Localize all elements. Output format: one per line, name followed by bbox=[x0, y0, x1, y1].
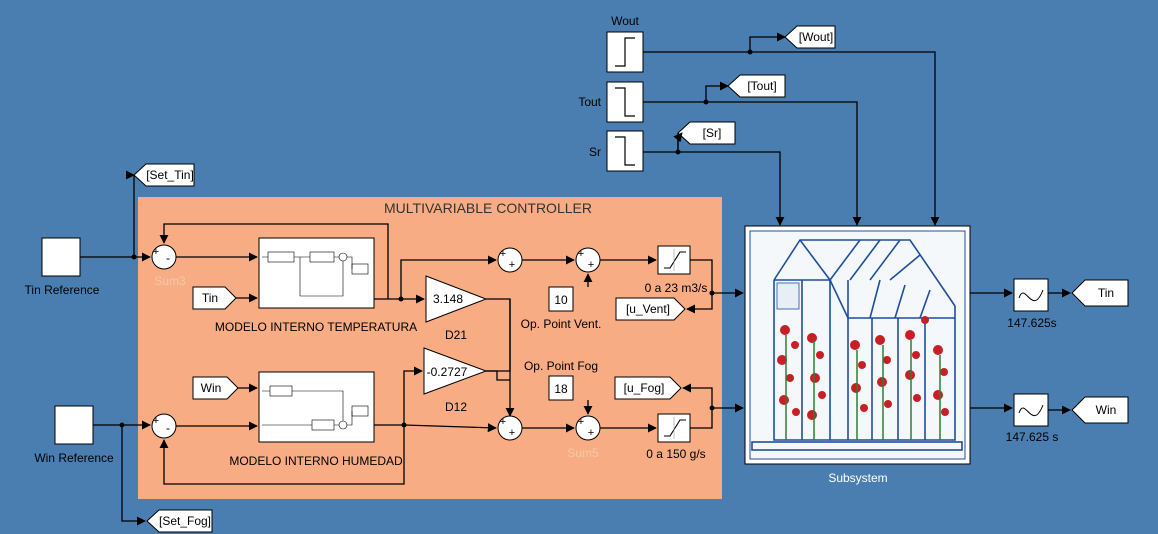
greenhouse-subsystem-block[interactable] bbox=[744, 225, 971, 465]
svg-text:+: + bbox=[578, 416, 584, 428]
tout-step-source[interactable] bbox=[606, 81, 644, 123]
gain-d12-block[interactable]: -0.2727 bbox=[423, 347, 488, 395]
subsystem-label: Subsystem bbox=[828, 471, 887, 485]
svg-text:Win: Win bbox=[1096, 403, 1117, 417]
delay-top-block[interactable] bbox=[1013, 278, 1049, 312]
goto-sr-tag[interactable]: [Sr] bbox=[677, 121, 736, 145]
sum3-block[interactable]: + - bbox=[151, 244, 177, 270]
upper-loop-wires bbox=[80, 175, 744, 417]
op-point-vent-label: Op. Point Vent. bbox=[521, 317, 602, 331]
sum5-label: Sum5 bbox=[567, 446, 599, 460]
svg-text:+: + bbox=[500, 416, 506, 428]
delay-bottom-label: 147.625 s bbox=[1006, 430, 1059, 444]
sr-source-label: Sr bbox=[589, 145, 601, 159]
sum-vent-b-block[interactable]: + + bbox=[575, 247, 601, 273]
modelo-humedad-label: MODELO INTERNO HUMEDAD bbox=[229, 454, 403, 468]
tin-reference-label: Tin Reference bbox=[25, 283, 100, 297]
lower-loop-wires bbox=[93, 299, 744, 526]
constant-op-point-fog[interactable]: 18 bbox=[548, 375, 574, 401]
gain-d21-label: D21 bbox=[445, 328, 467, 342]
svg-text:+: + bbox=[578, 248, 584, 260]
tin-outport-tag[interactable]: Tin bbox=[1071, 279, 1129, 307]
svg-text:Tin: Tin bbox=[1098, 286, 1114, 300]
tout-source-label: Tout bbox=[578, 95, 601, 109]
svg-text:[u_Vent]: [u_Vent] bbox=[626, 302, 670, 316]
goto-set-fog-tag[interactable]: [Set_Fog] bbox=[146, 509, 213, 533]
svg-text:+: + bbox=[588, 427, 594, 439]
svg-text:10: 10 bbox=[554, 293, 568, 307]
wout-source-label: Wout bbox=[611, 14, 639, 28]
modelo-interno-temperatura-subsystem[interactable] bbox=[258, 237, 375, 309]
delay-bottom-block[interactable] bbox=[1013, 393, 1049, 427]
win-outport-tag[interactable]: Win bbox=[1071, 396, 1129, 424]
svg-text:+: + bbox=[500, 248, 506, 260]
modelo-interno-humedad-subsystem[interactable] bbox=[258, 371, 375, 443]
svg-text:+: + bbox=[153, 246, 159, 258]
tin-reference-block[interactable] bbox=[41, 237, 81, 277]
multivariable-controller-area bbox=[138, 197, 722, 499]
saturation-vent-label: 0 a 23 m3/s bbox=[645, 281, 708, 295]
svg-text:[Wout]: [Wout] bbox=[799, 30, 833, 44]
svg-text:-0.2727: -0.2727 bbox=[427, 365, 468, 379]
svg-text:Tin: Tin bbox=[202, 291, 218, 305]
output-wires bbox=[970, 288, 1071, 415]
delay-top-label: 147.625s bbox=[1007, 316, 1056, 330]
goto-tout-tag[interactable]: [Tout] bbox=[727, 74, 786, 98]
svg-text:+: + bbox=[153, 415, 159, 427]
saturation-vent-block[interactable] bbox=[657, 245, 691, 275]
controller-title: MULTIVARIABLE CONTROLLER bbox=[384, 200, 592, 216]
svg-text:[u_Fog]: [u_Fog] bbox=[624, 381, 665, 395]
sum5-block[interactable]: + + bbox=[575, 415, 601, 441]
sum-fog-a-block[interactable]: + + bbox=[497, 415, 523, 441]
sum3-label: Sum3 bbox=[154, 274, 186, 288]
gain-d21-block[interactable]: 3.148 bbox=[425, 275, 488, 323]
tin-inport-tag[interactable]: Tin bbox=[192, 286, 237, 310]
saturation-fog-block[interactable] bbox=[657, 413, 691, 443]
sum-win-block[interactable]: + - bbox=[151, 413, 177, 439]
wout-step-source[interactable] bbox=[606, 31, 644, 73]
win-inport-tag[interactable]: Win bbox=[192, 376, 239, 400]
svg-text:[Sr]: [Sr] bbox=[703, 126, 722, 140]
constant-op-point-vent[interactable]: 10 bbox=[548, 286, 574, 312]
sr-step-source[interactable] bbox=[606, 130, 644, 172]
op-point-fog-label: Op. Point Fog bbox=[524, 359, 598, 373]
svg-text:[Set_Fog]: [Set_Fog] bbox=[159, 514, 211, 528]
svg-text:+: + bbox=[509, 427, 515, 439]
source-wires bbox=[643, 32, 940, 226]
saturation-fog-label: 0 a 150 g/s bbox=[646, 447, 705, 461]
svg-text:[Set_Tin]: [Set_Tin] bbox=[146, 168, 194, 182]
svg-text:Win: Win bbox=[201, 381, 222, 395]
svg-text:-: - bbox=[166, 251, 170, 265]
svg-text:18: 18 bbox=[554, 382, 568, 396]
svg-text:[Tout]: [Tout] bbox=[747, 79, 776, 93]
goto-u-fog-tag[interactable]: [u_Fog] bbox=[614, 376, 682, 400]
goto-wout-tag[interactable]: [Wout] bbox=[784, 25, 836, 49]
modelo-temperatura-label: MODELO INTERNO TEMPERATURA bbox=[215, 320, 417, 334]
sum-vent-a-block[interactable]: + + bbox=[497, 247, 523, 273]
goto-set-tin-tag[interactable]: [Set_Tin] bbox=[133, 163, 195, 187]
svg-text:+: + bbox=[588, 259, 594, 271]
svg-text:3.148: 3.148 bbox=[433, 292, 463, 306]
goto-u-vent-tag[interactable]: [u_Vent] bbox=[615, 297, 686, 321]
gain-d12-label: D12 bbox=[445, 400, 467, 414]
win-reference-block[interactable] bbox=[54, 405, 94, 445]
svg-text:+: + bbox=[509, 259, 515, 271]
svg-text:-: - bbox=[166, 421, 170, 435]
win-reference-label: Win Reference bbox=[34, 451, 114, 465]
